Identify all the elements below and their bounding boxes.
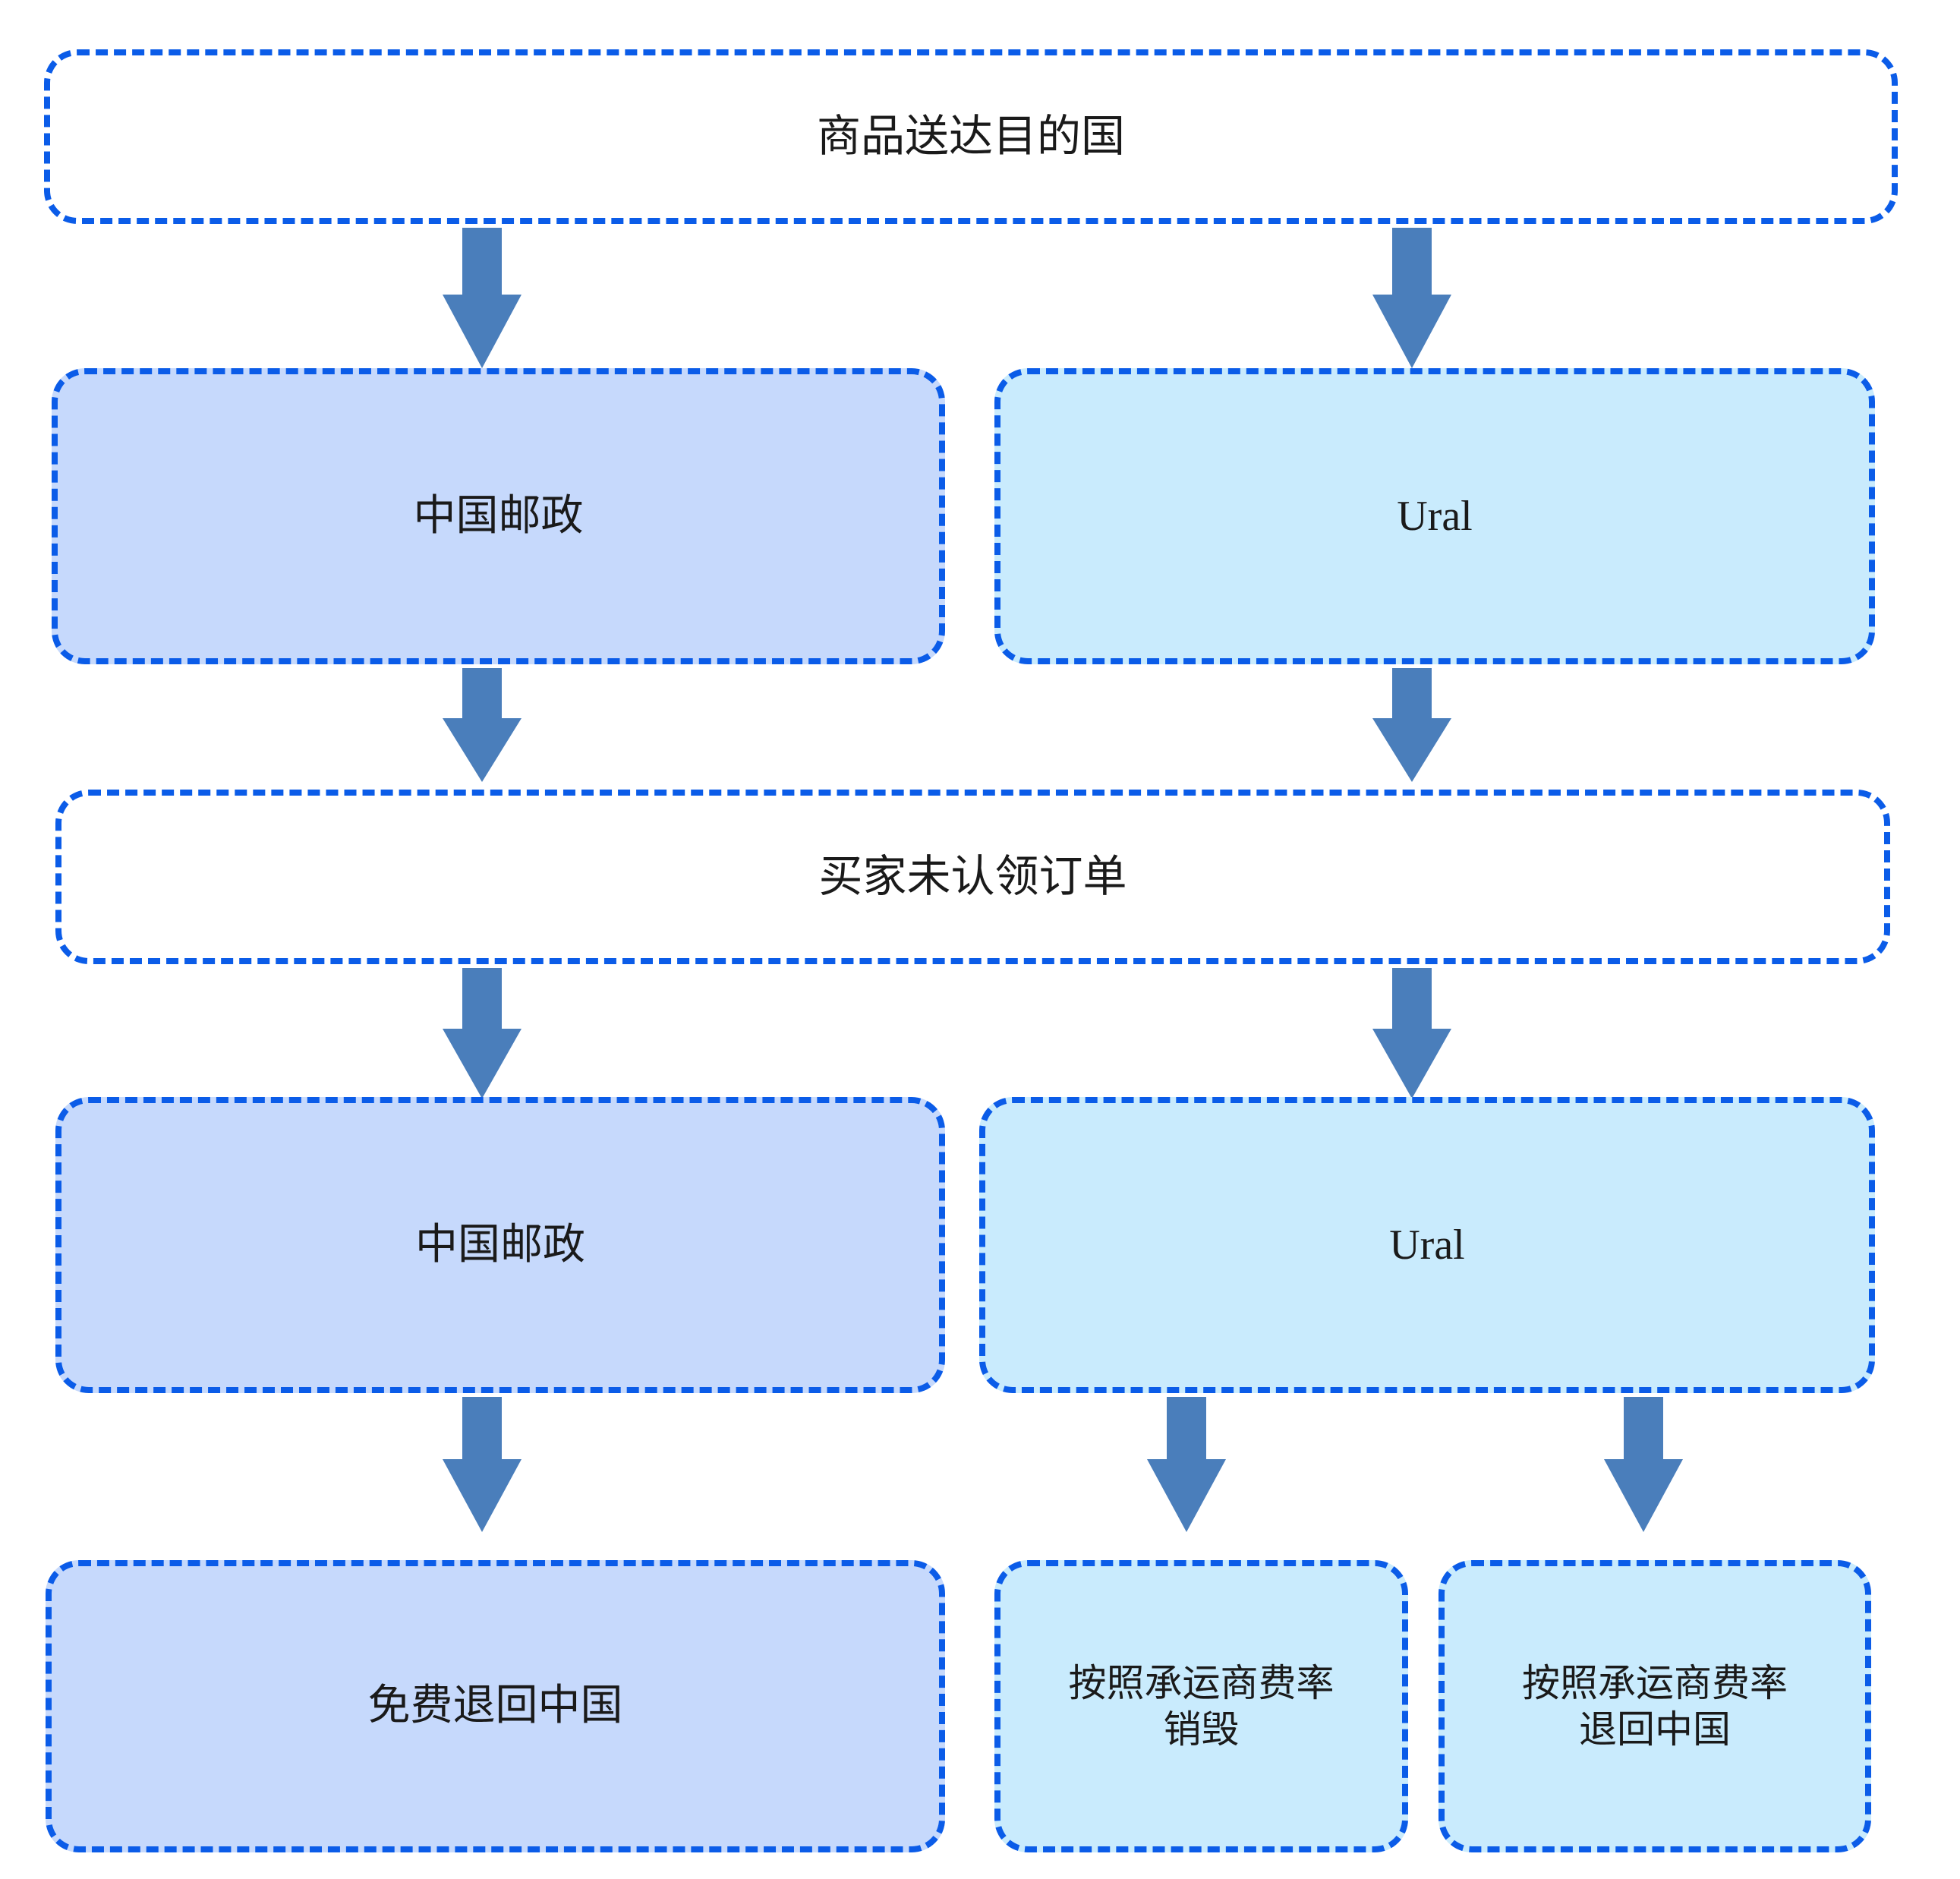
- node-carrier-ural-stage1-label: Ural: [1397, 492, 1473, 540]
- node-outcome-carrier-rate-return-to-china-label: 按照承运商费率 退回中国: [1522, 1661, 1788, 1751]
- node-unclaimed-order[interactable]: 买家未认领订单: [55, 790, 1890, 964]
- node-carrier-ural-stage2-label: Ural: [1389, 1221, 1465, 1269]
- node-outcome-free-return-to-china[interactable]: 免费退回中国: [46, 1560, 945, 1852]
- arrow-down-ural-to-carrier-destroy: [1147, 1397, 1226, 1532]
- node-carrier-china-post-stage2-label: 中国邮政: [415, 1221, 585, 1269]
- arrow-down-chinapost-to-free-return: [443, 1397, 522, 1532]
- arrow-down-destination-to-chinapost: [443, 228, 522, 368]
- node-carrier-ural-stage1[interactable]: Ural: [994, 368, 1875, 664]
- node-destination-country[interactable]: 商品送达目的国: [44, 49, 1898, 224]
- node-outcome-carrier-rate-destroy-label: 按照承运商费率 销毁: [1068, 1661, 1335, 1751]
- arrow-down-ural-to-carrier-return: [1604, 1397, 1683, 1532]
- node-carrier-china-post-stage1[interactable]: 中国邮政: [52, 368, 945, 664]
- node-carrier-ural-stage2[interactable]: Ural: [979, 1097, 1875, 1393]
- arrow-down-unclaimed-to-chinapost: [443, 968, 522, 1099]
- node-outcome-free-return-to-china-label: 免费退回中国: [367, 1682, 623, 1730]
- node-outcome-carrier-rate-destroy[interactable]: 按照承运商费率 销毁: [994, 1560, 1408, 1852]
- node-carrier-china-post-stage1-label: 中国邮政: [413, 492, 584, 540]
- node-outcome-carrier-rate-return-to-china[interactable]: 按照承运商费率 退回中国: [1438, 1560, 1871, 1852]
- arrow-down-destination-to-ural: [1372, 228, 1451, 368]
- arrow-down-unclaimed-to-ural: [1372, 968, 1451, 1099]
- arrow-down-chinapost-to-unclaimed: [443, 668, 522, 782]
- node-carrier-china-post-stage2[interactable]: 中国邮政: [55, 1097, 945, 1393]
- node-destination-country-label: 商品送达目的国: [816, 111, 1125, 161]
- arrow-down-ural-to-unclaimed: [1372, 668, 1451, 782]
- node-unclaimed-order-label: 买家未认领订单: [818, 851, 1127, 901]
